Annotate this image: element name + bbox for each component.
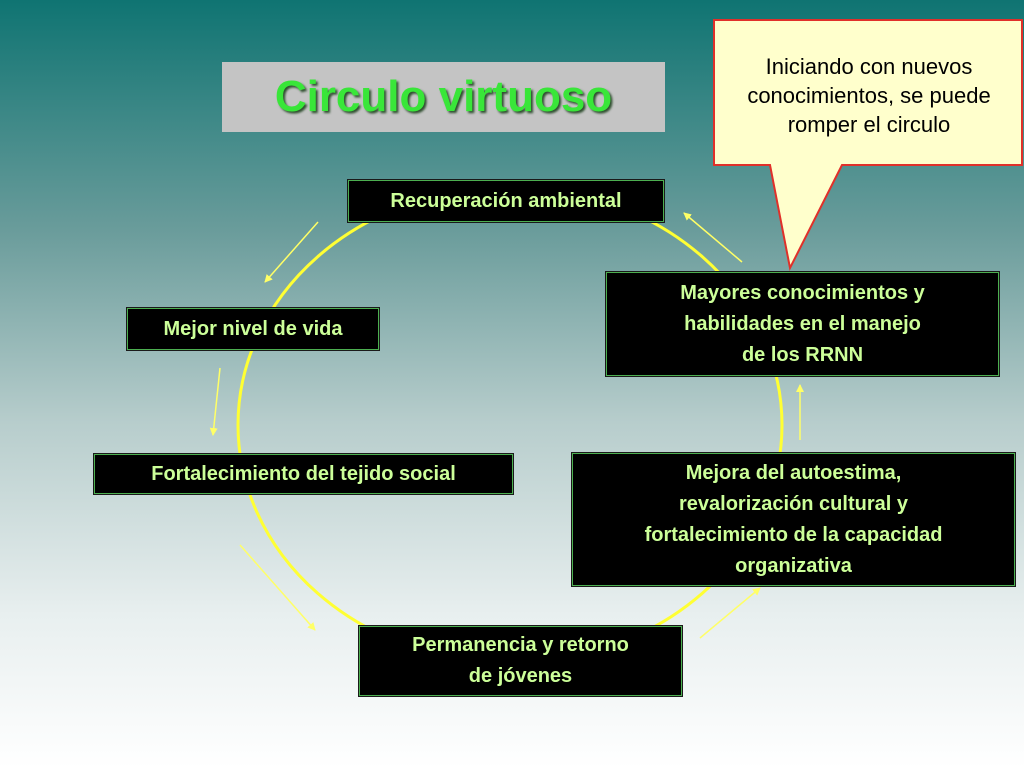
node-label: Recuperación ambiental: [390, 189, 622, 212]
arrow-icon: [683, 212, 743, 263]
node-mejor-nivel-vida: Mejor nivel de vida: [126, 307, 380, 351]
node-label: Mejora del autoestima, revalorización cu…: [644, 461, 943, 577]
node-mayores-conocimientos: Mayores conocimientos y habilidades en e…: [605, 271, 1000, 377]
node-label: Mejor nivel de vida: [163, 317, 343, 340]
node-label: Fortalecimiento del tejido social: [151, 462, 456, 485]
arrow-icon: [264, 221, 319, 283]
page-title: Circulo virtuoso: [274, 72, 613, 121]
cycle-circle: [236, 185, 784, 665]
node-permanencia-jovenes: Permanencia y retorno de jóvenes: [358, 625, 683, 697]
title-banner: Circulo virtuoso: [222, 62, 665, 132]
callout-text: Iniciando con nuevos conocimientos, se p…: [747, 54, 991, 137]
arrow-icon: [699, 587, 761, 639]
arrow-icon: [209, 367, 221, 436]
arrow-icon: [239, 544, 316, 631]
node-label: Permanencia y retorno de jóvenes: [412, 634, 629, 687]
node-mejora-autoestima: Mejora del autoestima, revalorización cu…: [571, 452, 1016, 587]
callout-bubble: [713, 19, 1023, 272]
node-recuperacion-ambiental: Recuperación ambiental: [347, 179, 665, 223]
node-fortalecimiento-tejido: Fortalecimiento del tejido social: [93, 453, 514, 495]
node-label: Mayores conocimientos y habilidades en e…: [680, 281, 925, 366]
